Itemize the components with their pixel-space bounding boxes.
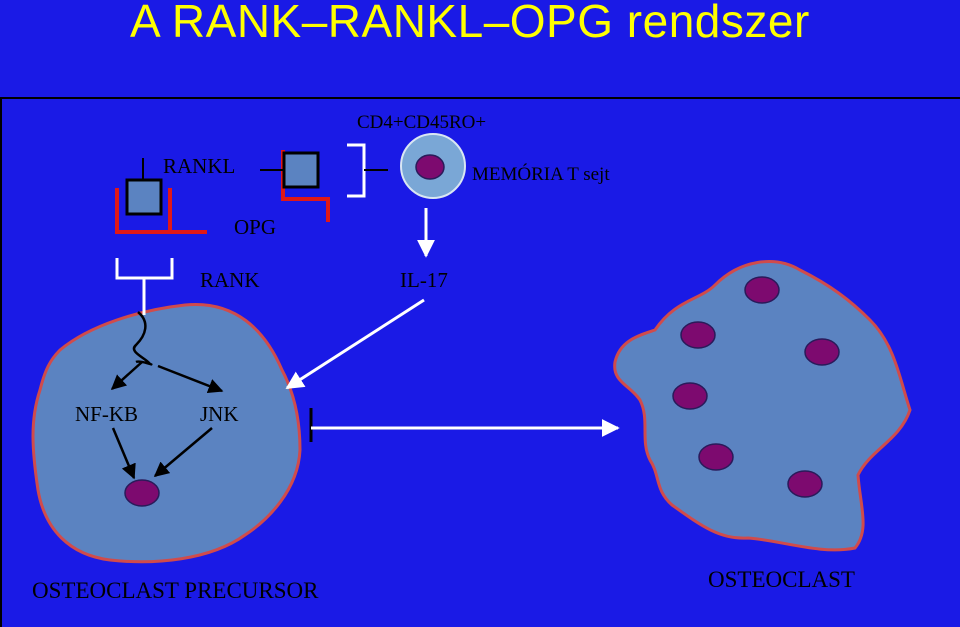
label-opg: OPG — [234, 215, 276, 239]
label-rankl: RANKL — [163, 154, 235, 178]
label-osteoclast: OSTEOCLAST — [708, 567, 855, 592]
osteoclast-nucleus — [804, 338, 840, 366]
arrow-il17-to-precursor — [285, 298, 425, 390]
rank-receptor-bracket — [115, 258, 174, 280]
t-cell-receptor-bracket — [347, 143, 366, 198]
label-memory-t-cell: MEMÓRIA T sejt — [472, 163, 610, 185]
osteoclast-cell — [613, 260, 912, 552]
arrow-to-jnk — [157, 364, 224, 394]
label-cd4: CD4+CD45RO+ — [357, 112, 486, 133]
rank-signal-line — [132, 311, 153, 366]
osteoclast-nucleus — [680, 321, 716, 349]
label-nfkb: NF-KB — [75, 402, 138, 426]
memory-t-cell-nucleus — [415, 154, 445, 180]
label-rank: RANK — [200, 268, 260, 292]
panel-border-left — [0, 97, 2, 627]
panel-border-top — [0, 97, 960, 99]
osteoclast-nucleus — [672, 382, 708, 410]
osteoclast-precursor-cell — [31, 302, 302, 564]
label-il17: IL-17 — [400, 268, 448, 292]
label-osteoclast-precursor: OSTEOCLAST PRECURSOR — [32, 578, 319, 603]
slide-title: A RANK–RANKL–OPG rendszer — [130, 0, 810, 47]
rankl-receptor-bracket — [115, 188, 207, 234]
label-jnk: JNK — [200, 402, 239, 426]
precursor-nucleus — [124, 479, 160, 507]
arrow-to-nfkb — [110, 361, 143, 391]
osteoclast-nucleus — [698, 443, 734, 471]
osteoclast-nucleus — [744, 276, 780, 304]
rankl-ligand-bound — [282, 151, 320, 189]
arrow-jnk-to-nucleus — [153, 427, 213, 477]
osteoclast-nucleus — [787, 470, 823, 498]
arrow-nfkb-to-nucleus — [111, 427, 136, 480]
rankl-ligand — [125, 178, 163, 216]
